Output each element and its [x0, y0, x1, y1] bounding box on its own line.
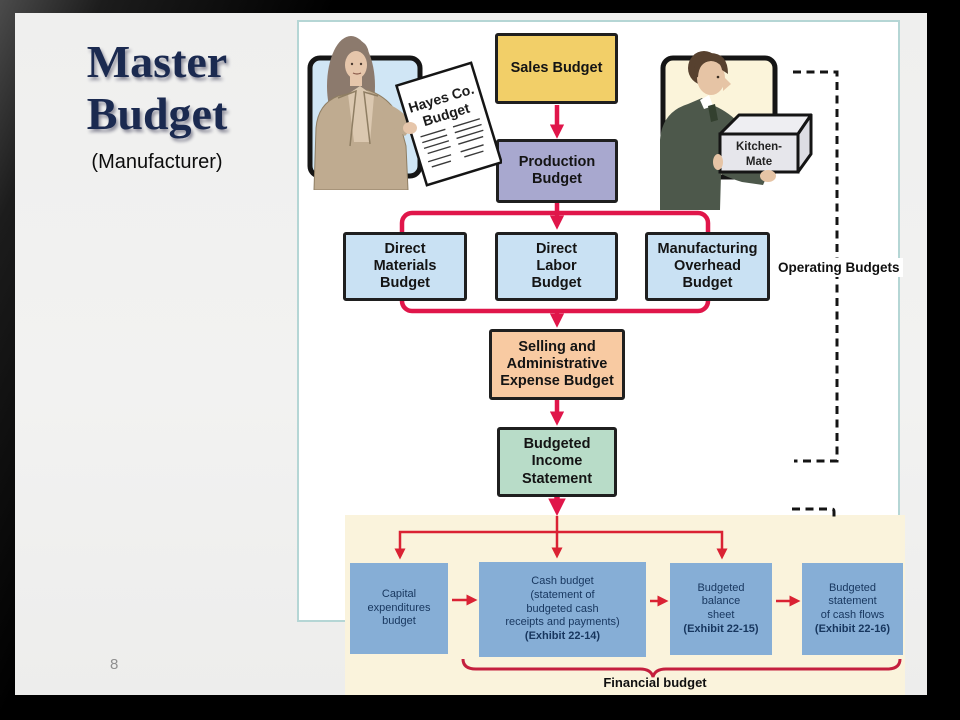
sales-budget-label: Sales Budget [510, 59, 603, 76]
inc-line: Statement [521, 470, 593, 487]
sales-budget-box: Sales Budget [495, 33, 618, 104]
production-line: Production [518, 153, 596, 170]
cap-line: budget [382, 615, 416, 628]
document-ruled-lines [420, 118, 484, 168]
balance-exhibit-ref: (Exhibit 22-15) [683, 622, 759, 635]
woman-mouth [352, 72, 362, 75]
man-face [697, 61, 725, 95]
cap-line: Capital [381, 587, 417, 600]
selling-admin-expense-budget-box: Selling and Administrative Expense Budge… [489, 329, 625, 400]
man-right-hand [760, 170, 776, 182]
operating-budgets-bracket [792, 70, 839, 517]
woman-fringe [343, 40, 370, 60]
cash-budget-box: Cash budget (statement of budgeted cash … [479, 562, 646, 657]
woman-illustration: Hayes Co. Budget [307, 36, 502, 190]
dm-line: Direct [384, 240, 426, 257]
budgeted-cash-flows-box: Budgeted statement of cash flows (Exhibi… [802, 563, 903, 655]
dl-line: Labor [536, 257, 577, 274]
man-tie [708, 104, 718, 122]
flow-line: Budgeted [828, 581, 877, 594]
cashflows-exhibit-ref: (Exhibit 22-16) [814, 622, 891, 635]
bal-line: sheet [707, 609, 735, 621]
financial-budget-label: Financial budget [603, 675, 707, 690]
mo-line: Manufacturing [657, 240, 758, 257]
jacket-lapels [337, 89, 379, 147]
bal-line: Budgeted [697, 581, 745, 594]
title-line-2: Budget [86, 88, 228, 140]
carton-label-line1: Kitchen- [736, 141, 782, 153]
man-illustration: Kitchen- Mate [660, 51, 813, 210]
manufacturing-overhead-budget-box: Manufacturing Overhead Budget [645, 232, 770, 301]
cash-exhibit-ref: (Exhibit 22-14) [524, 630, 601, 643]
cash-line: Cash budget [531, 575, 594, 588]
dl-line: Direct [535, 240, 578, 257]
man-nose [723, 76, 731, 91]
man-eye [716, 75, 720, 79]
document-paper [394, 61, 502, 187]
dl-line: Budget [531, 275, 582, 292]
inc-line: Income [531, 453, 583, 470]
slide-title: Master Budget (Manufacturer) [22, 36, 292, 174]
flow-line: of cash flows [820, 609, 885, 621]
cash-line: budgeted cash [526, 602, 599, 615]
dm-line: Budget [380, 275, 430, 292]
title-line-1: Master [86, 36, 228, 87]
cash-line: (statement of [530, 588, 595, 601]
dashed-bracket-lower [792, 507, 836, 517]
dm-line: Materials [373, 257, 437, 274]
woman-hand [403, 122, 417, 134]
inc-line: Budgeted [523, 436, 591, 453]
man-left-hand [713, 154, 723, 170]
capital-expenditures-budget-box: Capital expenditures budget [350, 563, 448, 654]
flow-line: statement [828, 595, 877, 608]
woman-eye [359, 62, 363, 66]
sa-line: Selling and [518, 338, 596, 355]
cash-line: receipts and payments) [505, 616, 620, 629]
production-budget-box: Production Budget [496, 139, 618, 203]
direct-labor-budget-box: Direct Labor Budget [495, 232, 618, 301]
split-to-capital-and-balance [394, 530, 728, 560]
carton-label-line2: Mate [746, 156, 772, 168]
budgeted-balance-sheet-box: Budgeted balance sheet (Exhibit 22-15) [670, 563, 772, 655]
budgeted-income-statement-box: Budgeted Income Statement [497, 427, 617, 497]
financial-flow-arrows [394, 516, 801, 607]
cap-line: expenditures [367, 601, 431, 614]
mo-line: Budget [682, 275, 733, 292]
woman-face [345, 51, 367, 79]
mo-line: Overhead [674, 257, 741, 274]
budget-document: Hayes Co. Budget [394, 61, 502, 187]
bal-line: balance [701, 595, 741, 608]
carton-front [718, 132, 800, 174]
slide-subtitle: (Manufacturer) [91, 150, 223, 173]
sa-line: Expense Budget [500, 373, 614, 390]
page-number: 8 [110, 656, 119, 673]
man-hair-front [693, 53, 728, 78]
financial-budget-brace [461, 658, 902, 678]
production-line: Budget [532, 171, 582, 187]
operating-budgets-label: Operating Budgets [775, 258, 903, 277]
sa-line: Administrative [506, 355, 608, 372]
woman-eye [350, 62, 354, 66]
direct-materials-budget-box: Direct Materials Budget [343, 232, 467, 301]
